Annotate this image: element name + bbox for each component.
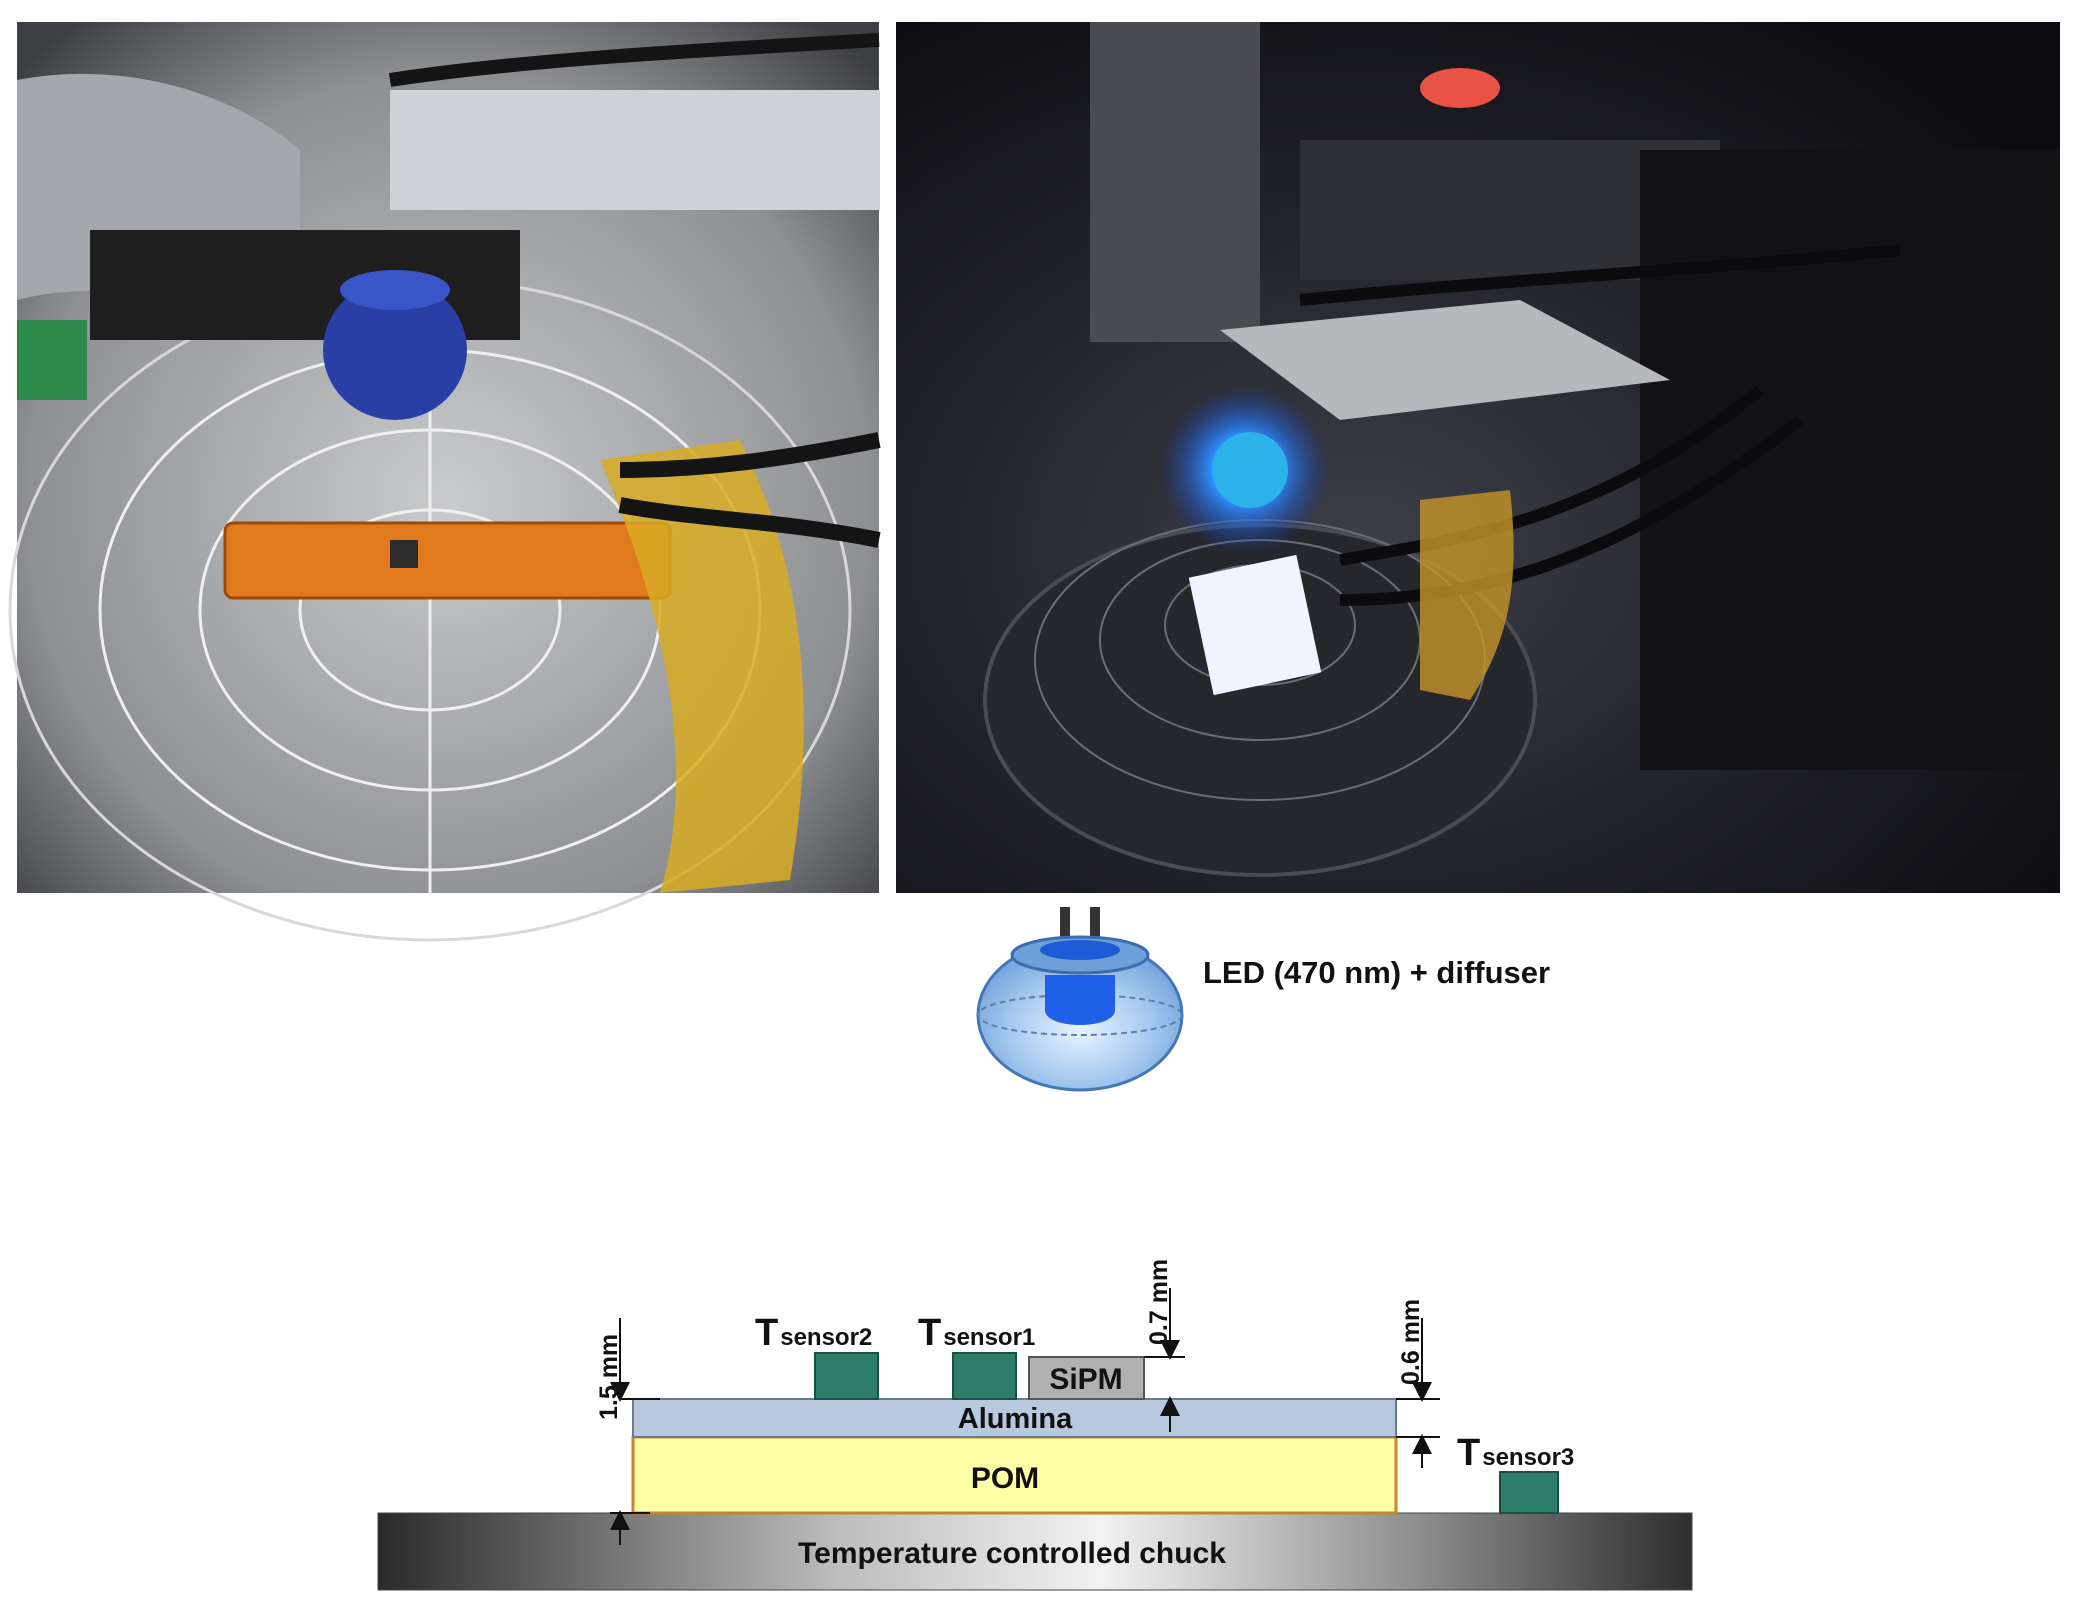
left-photo-pcb (223, 521, 672, 600)
right-photo (896, 22, 2060, 893)
temperature-sensor-2 (814, 1352, 879, 1400)
right-photo-arm (1220, 300, 1670, 420)
right-photo-sample (1188, 554, 1322, 696)
dimension-alumina-height-label: 0.6 mm (1397, 1299, 1425, 1385)
alumina-layer (632, 1398, 1397, 1438)
left-photo-green-board (17, 320, 87, 400)
left-photo-diffuser (323, 280, 467, 420)
sensor3-label: Tsensor3 (1457, 1432, 1574, 1474)
temperature-sensor-1 (952, 1352, 1017, 1400)
left-photo (8, 22, 881, 942)
dimension-sipm-height-label: 0.7 mm (1145, 1259, 1173, 1345)
dimension-total-height (610, 1318, 660, 1545)
pom-layer (631, 1435, 1398, 1515)
sipm-chip (1028, 1356, 1145, 1400)
right-photo-red-light (1420, 68, 1500, 108)
led-label: LED (470 nm) + diffuser (1203, 955, 1550, 990)
pom-label: POM (971, 1462, 1039, 1495)
alumina-label: Alumina (958, 1403, 1073, 1435)
temperature-sensor-3 (1499, 1471, 1559, 1514)
right-photo-led (1212, 432, 1288, 508)
led-diffuser-illustration (976, 907, 1184, 1092)
chuck-layer (377, 1512, 1693, 1591)
left-photo-bracket (390, 90, 880, 210)
dimension-alumina-height (1396, 1318, 1440, 1468)
left-photo-kapton-tape (600, 440, 804, 893)
cross-section: Temperature controlled chuck POM Alumina… (377, 1259, 1693, 1591)
dimension-total-height-label: 1.5 mm (595, 1334, 623, 1420)
sipm-label: SiPM (1049, 1363, 1122, 1396)
sensor1-label: Tsensor1 (918, 1312, 1035, 1354)
sensor2-label: Tsensor2 (755, 1312, 872, 1354)
right-photo-kapton-tape (1420, 490, 1514, 700)
chuck-label: Temperature controlled chuck (798, 1537, 1226, 1570)
led-lead-right (1090, 907, 1100, 943)
led-lead-left (1060, 907, 1070, 943)
dimension-sipm-height (1144, 1288, 1185, 1432)
led-body (1045, 975, 1115, 1025)
